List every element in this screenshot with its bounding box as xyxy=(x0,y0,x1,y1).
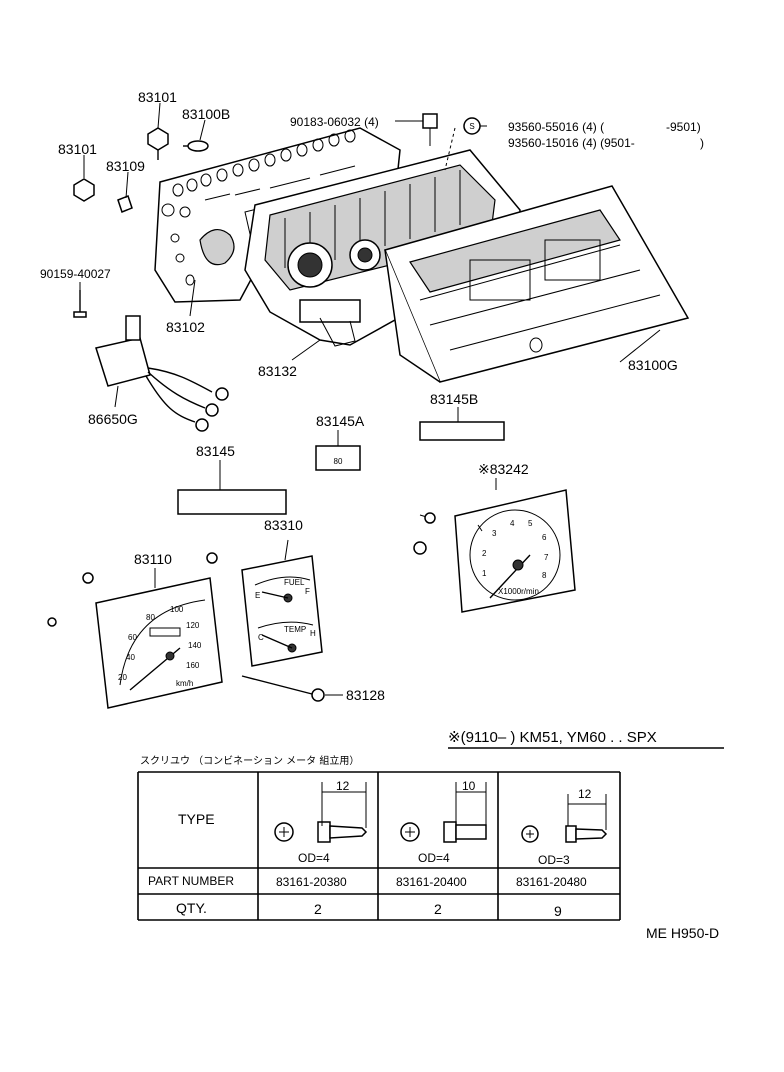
temp-label: TEMP xyxy=(284,625,306,634)
trip-reset-shaft-83128 xyxy=(241,675,325,702)
tacho-unit: X1000r/min xyxy=(498,587,539,596)
dim-3: 12 xyxy=(578,787,592,801)
plate-83145 xyxy=(177,489,287,515)
tacho-mark-5: 5 xyxy=(528,519,533,528)
meter-lens-hood xyxy=(383,185,690,383)
dim-1: 12 xyxy=(336,779,350,793)
screw-93560-icon: S xyxy=(463,117,481,135)
part-3: 83161-20480 xyxy=(516,875,587,889)
part-2: 83161-20400 xyxy=(396,875,467,889)
speedo-mark-80: 80 xyxy=(146,613,155,622)
fuel-e: E xyxy=(255,591,260,600)
qty-2: 2 xyxy=(434,901,442,917)
od-3: OD=3 xyxy=(538,853,570,867)
applicability-note: ※(9110– ) KM51, YM60 . . SPX xyxy=(448,729,657,746)
table-caption: スクリユウ （コンビネーション メータ 組立用） xyxy=(140,754,359,767)
tacho-mark-4: 4 xyxy=(510,519,515,528)
label-83145: 83145 xyxy=(196,443,235,459)
qty-1: 2 xyxy=(314,901,322,917)
label-83310: 83310 xyxy=(264,517,303,533)
label-83128: 83128 xyxy=(346,687,385,703)
label-83110: 83110 xyxy=(134,551,172,567)
label-83109: 83109 xyxy=(106,158,145,174)
row-type-header: TYPE xyxy=(178,811,215,827)
screw-type-1-icon xyxy=(274,782,368,843)
leader-dash xyxy=(444,127,456,171)
label-83101-left: 83101 xyxy=(58,141,97,157)
speedo-mark-120: 120 xyxy=(186,621,200,630)
tacho-mark-7: 7 xyxy=(544,553,549,562)
plate-83145b xyxy=(419,421,505,441)
tacho-mark-3: 3 xyxy=(492,529,497,538)
screw-table xyxy=(137,771,621,921)
qty-3: 9 xyxy=(554,903,562,919)
label-86650g: 86650G xyxy=(88,411,138,427)
label-83102: 83102 xyxy=(166,319,205,335)
label-90183: 90183-06032 (4) xyxy=(290,115,379,129)
speedo-mark-100: 100 xyxy=(170,605,184,614)
leader-lines xyxy=(79,102,661,696)
label-83132: 83132 xyxy=(258,363,297,379)
tacho-mark-8: 8 xyxy=(542,571,547,580)
label-83101-top: 83101 xyxy=(138,89,177,105)
speedo-mark-160: 160 xyxy=(186,661,200,670)
tacho-mark-2: 2 xyxy=(482,549,487,558)
svg-text:80: 80 xyxy=(334,457,343,466)
tacho-mark-6: 6 xyxy=(542,533,547,542)
speedo-mark-20: 20 xyxy=(118,673,127,682)
label-83242: ※83242 xyxy=(478,461,529,477)
tacho-mark-1: 1 xyxy=(482,569,487,578)
resistor-86650g xyxy=(95,315,229,432)
dim-2: 10 xyxy=(462,779,476,793)
screw-90159 xyxy=(73,290,87,318)
plate-83145a: 80 xyxy=(315,445,361,471)
bulb-socket-83101-top xyxy=(147,127,169,160)
od-2: OD=4 xyxy=(418,851,450,865)
screw-type-2-icon xyxy=(400,782,487,843)
temp-c: C xyxy=(258,633,264,642)
row-qty-header: QTY. xyxy=(176,900,207,916)
speedo-mark-60: 60 xyxy=(128,633,137,642)
label-93560-b: 93560-15016 (4) (9501- xyxy=(508,136,635,150)
speedo-mark-140: 140 xyxy=(188,641,202,650)
footer-code: ME H950-D xyxy=(646,925,719,941)
bulb-83100b xyxy=(183,140,209,152)
label-83145a: 83145A xyxy=(316,413,365,429)
tachometer-83242 xyxy=(413,489,576,613)
row-part-header: PART NUMBER xyxy=(148,874,234,888)
part-1: 83161-20380 xyxy=(276,875,347,889)
label-83145b: 83145B xyxy=(430,391,478,407)
speedo-unit: km/h xyxy=(176,679,193,688)
temp-h: H xyxy=(310,629,316,638)
label-93560-b-end: ) xyxy=(700,136,704,150)
label-93560-a-end: -9501) xyxy=(666,120,701,134)
svg-text:S: S xyxy=(469,122,474,131)
label-93560-a: 93560-55016 (4) ( xyxy=(508,120,604,134)
fuel-label: FUEL xyxy=(284,578,305,587)
speedo-mark-40: 40 xyxy=(126,653,135,662)
bulb-socket-83101-left xyxy=(73,178,95,202)
fuel-temp-gauge-83310 xyxy=(241,555,323,667)
label-90159: 90159-40027 xyxy=(40,267,111,281)
label-83100g: 83100G xyxy=(628,357,678,373)
label-83100b: 83100B xyxy=(182,106,230,122)
screw-90183 xyxy=(422,113,438,146)
screw-type-3-icon xyxy=(521,794,608,843)
speedometer-83110 xyxy=(47,552,223,709)
fuel-f: F xyxy=(305,587,310,596)
od-1: OD=4 xyxy=(298,851,330,865)
bulb-83109 xyxy=(117,195,133,213)
